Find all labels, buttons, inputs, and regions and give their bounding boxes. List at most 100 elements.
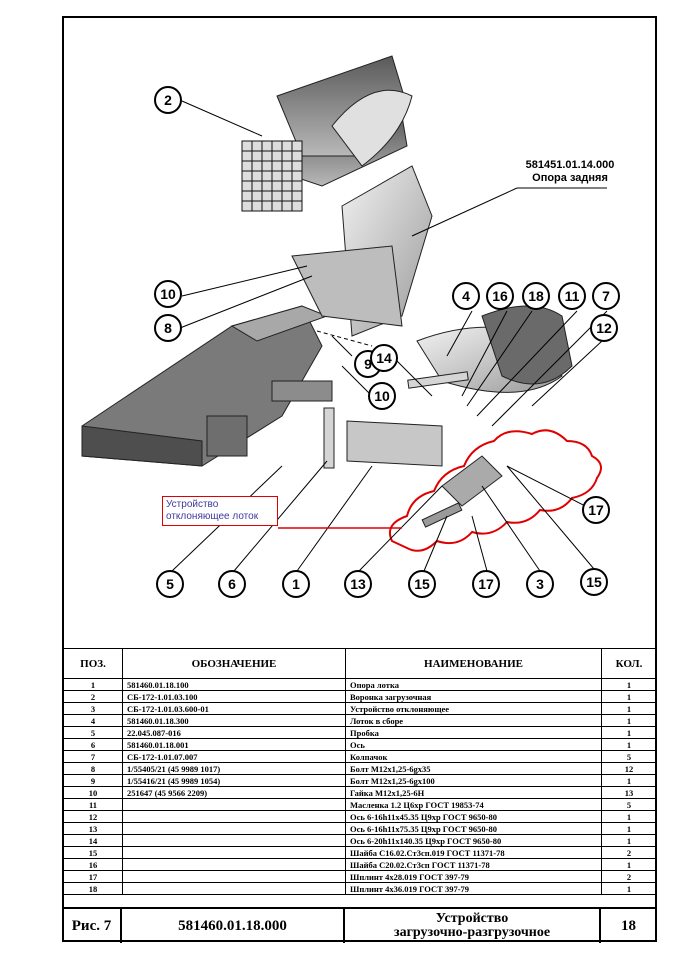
callout-4: 4 bbox=[452, 282, 480, 310]
cell-qty: 2 bbox=[601, 846, 657, 859]
cell-pos: 6 bbox=[63, 738, 123, 751]
callout-15b: 15 bbox=[580, 568, 608, 596]
cell-name: Ось 6-16h11х45.35 Ц9хр ГОСТ 9650-80 bbox=[345, 810, 602, 823]
cell-pos: 12 bbox=[63, 810, 123, 823]
header-qty: КОЛ. bbox=[601, 648, 657, 679]
callout-17: 17 bbox=[472, 570, 500, 598]
cell-qty: 1 bbox=[601, 822, 657, 835]
cell-name: Ось bbox=[345, 738, 602, 751]
callout-10: 10 bbox=[154, 280, 182, 308]
cell-code bbox=[122, 822, 346, 835]
cell-code bbox=[122, 870, 346, 883]
cell-qty: 1 bbox=[601, 678, 657, 691]
cell-qty: 1 bbox=[601, 858, 657, 871]
callout-10b: 10 bbox=[368, 382, 396, 410]
cell-code: 251647 (45 9566 2209) bbox=[122, 786, 346, 799]
callout-13: 13 bbox=[344, 570, 372, 598]
cell-code bbox=[122, 846, 346, 859]
callout-12: 12 bbox=[590, 314, 618, 342]
cell-name: Шайба С16.02.Ст3сп.019 ГОСТ 11371-78 bbox=[345, 846, 602, 859]
cell-qty: 5 bbox=[601, 798, 657, 811]
cell-pos: 13 bbox=[63, 822, 123, 835]
cell-code: СБ-172-1.01.03.600-01 bbox=[122, 702, 346, 715]
callout-6: 6 bbox=[218, 570, 246, 598]
cell-qty: 1 bbox=[601, 834, 657, 847]
assembly-code: 581451.01.14.000 bbox=[525, 159, 615, 171]
cell-pos: 8 bbox=[63, 762, 123, 775]
callout-8: 8 bbox=[154, 314, 182, 342]
callout-11: 11 bbox=[558, 282, 586, 310]
cell-qty: 1 bbox=[601, 882, 657, 895]
cell-code: 22.045.087-016 bbox=[122, 726, 346, 739]
callout-7: 7 bbox=[592, 282, 620, 310]
cell-name: Пробка bbox=[345, 726, 602, 739]
cell-name: Болт М12х1,25-6gх35 bbox=[345, 762, 602, 775]
assembly-illustration bbox=[81, 55, 608, 572]
cell-name: Воронка загрузочная bbox=[345, 690, 602, 703]
cell-code: СБ-172-1.01.03.100 bbox=[122, 690, 346, 703]
cell-name: Шплинт 4х36.019 ГОСТ 397-79 bbox=[345, 882, 602, 895]
cell-pos: 17 bbox=[63, 870, 123, 883]
title-line1: Устройство bbox=[435, 911, 509, 926]
cell-name: Опора лотка bbox=[345, 678, 602, 691]
cell-name: Устройство отклоняющее bbox=[345, 702, 602, 715]
cell-code: 581460.01.18.100 bbox=[122, 678, 346, 691]
deflector-label: Устройство отклоняющее лоток bbox=[162, 496, 278, 526]
cell-qty: 1 bbox=[601, 702, 657, 715]
assembly-drawing: 2 10 8 9 10 14 4 16 18 11 7 12 5 6 1 13 … bbox=[62, 16, 657, 648]
cell-code: 581460.01.18.300 bbox=[122, 714, 346, 727]
cell-qty: 5 bbox=[601, 750, 657, 763]
cell-code bbox=[122, 834, 346, 847]
cell-pos: 9 bbox=[63, 774, 123, 787]
assembly-label: 581451.01.14.000 Опора задняя bbox=[510, 159, 630, 185]
cell-pos: 1 bbox=[63, 678, 123, 691]
title-line2: загрузочно-разгрузочное bbox=[393, 925, 551, 940]
cell-pos: 15 bbox=[63, 846, 123, 859]
cell-code bbox=[122, 810, 346, 823]
cell-pos: 3 bbox=[63, 702, 123, 715]
cell-pos: 10 bbox=[63, 786, 123, 799]
cell-code: 581460.01.18.001 bbox=[122, 738, 346, 751]
cell-name: Ось 6-20h11х140.35 Ц9хр ГОСТ 9650-80 bbox=[345, 834, 602, 847]
cell-qty: 12 bbox=[601, 762, 657, 775]
assembly-name: Опора задняя bbox=[532, 172, 608, 184]
cell-pos: 18 bbox=[63, 882, 123, 895]
cell-code: 1/55405/21 (45 9989 1017) bbox=[122, 762, 346, 775]
cell-name: Масленка 1.2 Ц6хр ГОСТ 19853-74 bbox=[345, 798, 602, 811]
callout-2: 2 bbox=[154, 86, 182, 114]
cell-qty: 13 bbox=[601, 786, 657, 799]
drawing-code: 581460.01.18.000 bbox=[122, 909, 345, 943]
cell-pos: 11 bbox=[63, 798, 123, 811]
cell-name: Гайка М12х1,25-6Н bbox=[345, 786, 602, 799]
spec-header-row: ПОЗ. ОБОЗНАЧЕНИЕ НАИМЕНОВАНИЕ КОЛ. bbox=[63, 648, 657, 679]
callout-5: 5 bbox=[156, 570, 184, 598]
cell-name: Ось 6-16h11х75.35 Ц9хр ГОСТ 9650-80 bbox=[345, 822, 602, 835]
cell-code: СБ-172-1.01.07.007 bbox=[122, 750, 346, 763]
cell-qty: 1 bbox=[601, 714, 657, 727]
header-code: ОБОЗНАЧЕНИЕ bbox=[122, 648, 346, 679]
callout-3: 3 bbox=[526, 570, 554, 598]
cell-qty: 1 bbox=[601, 726, 657, 739]
cell-code bbox=[122, 798, 346, 811]
cell-pos: 4 bbox=[63, 714, 123, 727]
figure-label: Рис. 7 bbox=[63, 909, 122, 943]
callout-14: 14 bbox=[370, 344, 398, 372]
callout-16: 16 bbox=[486, 282, 514, 310]
callout-17b: 17 bbox=[582, 496, 610, 524]
callout-18: 18 bbox=[522, 282, 550, 310]
cell-name: Шплинт 4х28.019 ГОСТ 397-79 bbox=[345, 870, 602, 883]
cell-pos: 7 bbox=[63, 750, 123, 763]
